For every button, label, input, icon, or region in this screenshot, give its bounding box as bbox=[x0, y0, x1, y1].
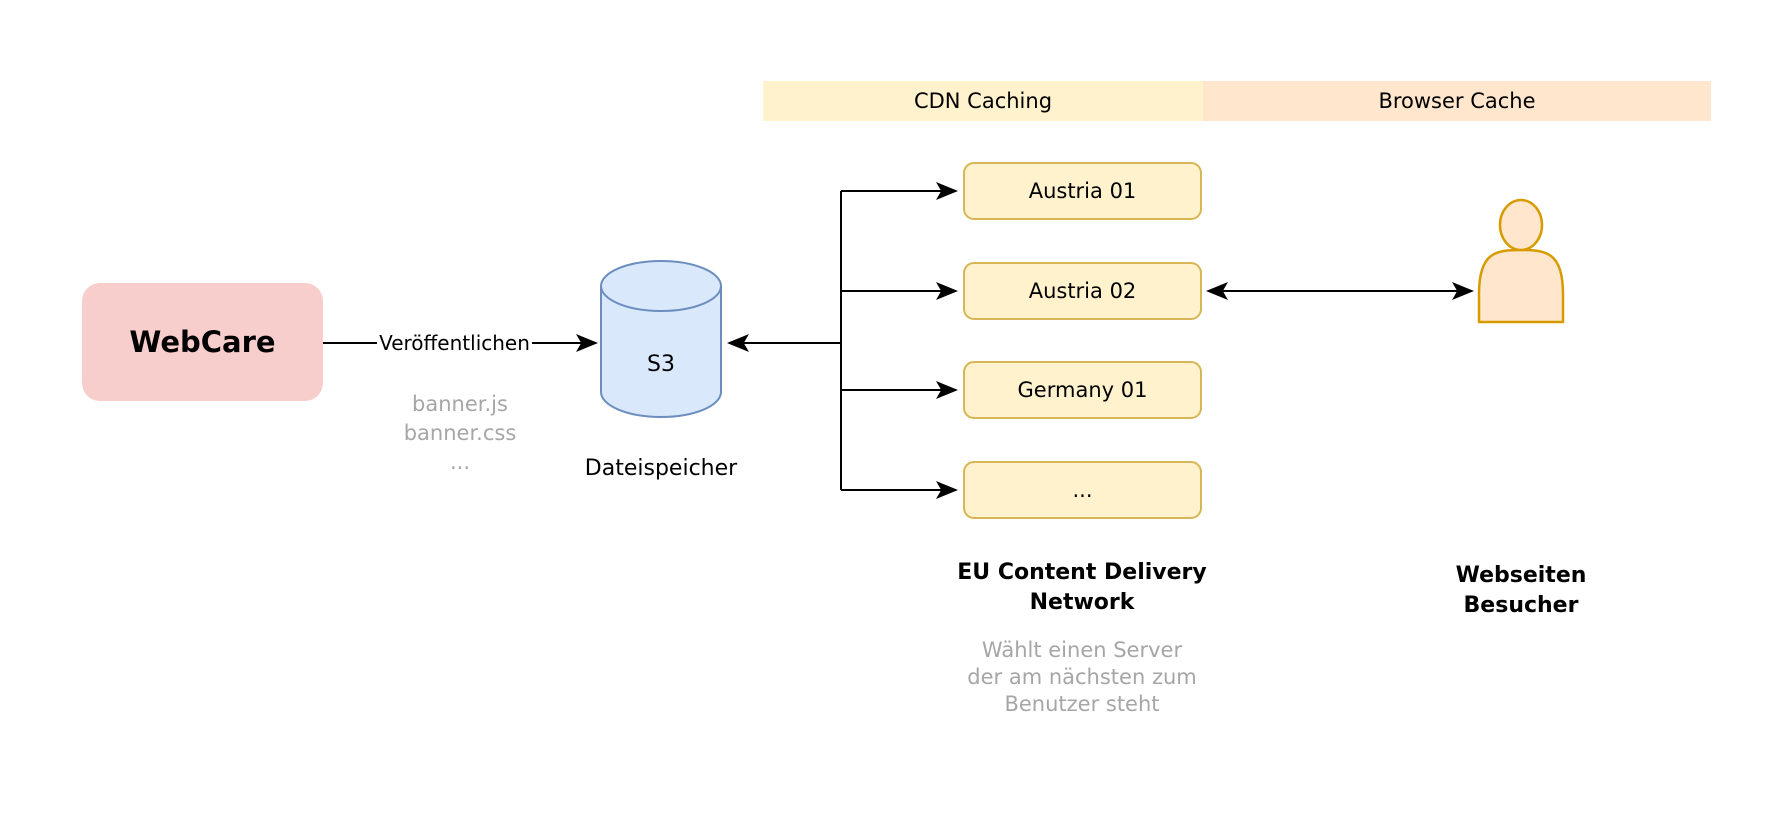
edge-publish-label: Veröffentlichen bbox=[377, 329, 532, 357]
node-server-germany-01: Germany 01 bbox=[963, 361, 1202, 419]
person-icon bbox=[1477, 198, 1565, 324]
node-s3-caption: Dateispeicher bbox=[584, 456, 738, 481]
cdn-group-title: EU Content Delivery Network bbox=[957, 560, 1207, 615]
publish-files-note: banner.js banner.css ... bbox=[403, 392, 517, 474]
node-server-austria-02-label: Austria 02 bbox=[1028, 279, 1137, 303]
band-cdn-caching-label: CDN Caching bbox=[913, 89, 1053, 113]
node-s3-label: S3 bbox=[647, 352, 675, 377]
node-server-austria-01: Austria 01 bbox=[963, 162, 1202, 220]
node-server-austria-02: Austria 02 bbox=[963, 262, 1202, 320]
visitor-title: Webseiten Besucher bbox=[1455, 563, 1587, 618]
node-server-germany-01-label: Germany 01 bbox=[1017, 378, 1148, 402]
node-server-ellipsis-label: ... bbox=[1072, 478, 1093, 502]
node-server-ellipsis: ... bbox=[963, 461, 1202, 519]
band-browser-cache: Browser Cache bbox=[1203, 81, 1711, 121]
node-webcare: WebCare bbox=[82, 283, 323, 401]
band-browser-cache-label: Browser Cache bbox=[1378, 89, 1536, 113]
node-server-austria-01-label: Austria 01 bbox=[1028, 179, 1137, 203]
node-webcare-label: WebCare bbox=[129, 325, 276, 359]
band-cdn-caching: CDN Caching bbox=[763, 81, 1203, 121]
cdn-group-note: Wählt einen Server der am nächsten zum B… bbox=[967, 638, 1197, 716]
s3-cylinder-icon bbox=[600, 260, 722, 418]
